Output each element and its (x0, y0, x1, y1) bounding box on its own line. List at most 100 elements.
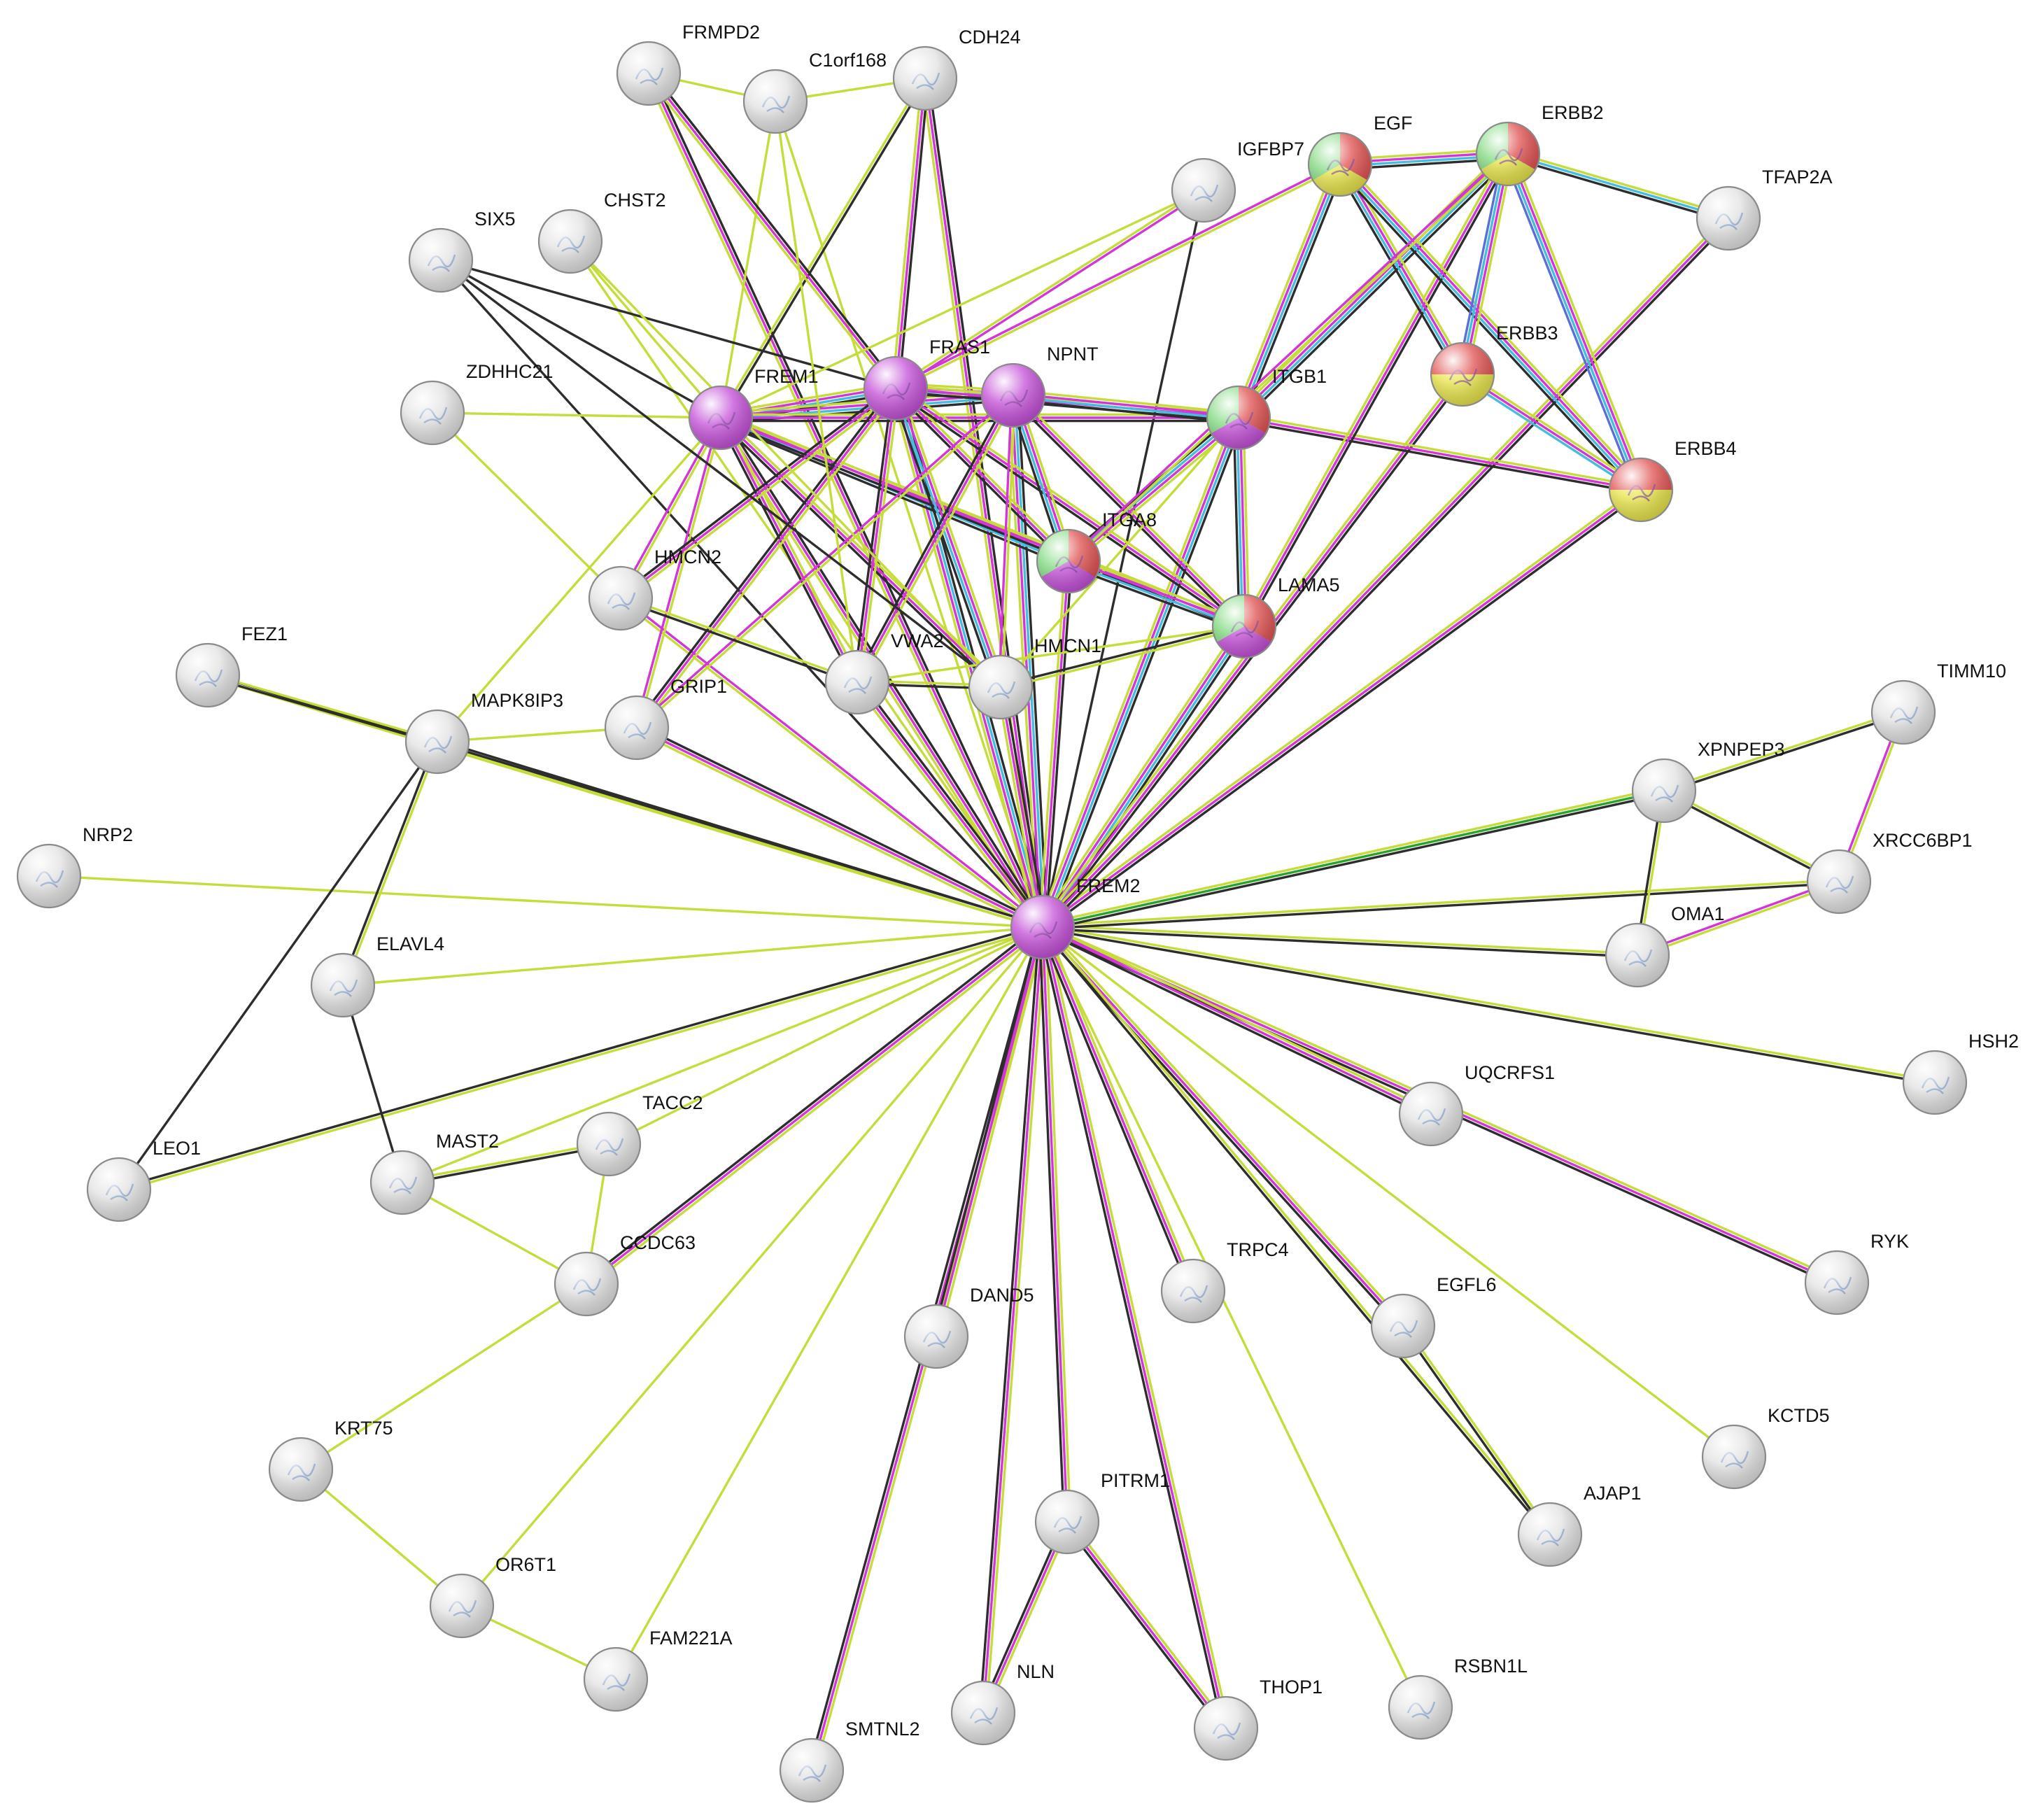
node-fras1[interactable]: FRAS1 (863, 337, 990, 421)
node-outline (86, 1157, 152, 1222)
edge-FREM2-CDH24 (920, 76, 1048, 929)
edge-FREM2-RSBN1L (1041, 926, 1422, 1709)
node-chst2[interactable]: CHST2 (537, 190, 666, 274)
node-itga8[interactable]: ITGA8 (1036, 509, 1157, 594)
node-erbb3[interactable]: ERBB3 (1430, 323, 1558, 407)
node-tfap2a[interactable]: TFAP2A (1696, 167, 1833, 251)
node-hsh2[interactable]: HSH2 (1902, 1031, 2019, 1115)
edge-line-coexpression (889, 388, 998, 690)
edge-line-textmining (1662, 710, 1904, 791)
edge-FREM2-CCDC63 (583, 923, 1046, 1288)
edge-EGF-ERBB4 (1335, 160, 1646, 495)
node-trpc4[interactable]: TRPC4 (1160, 1239, 1289, 1324)
node-xrcc6bp1[interactable]: XRCC6BP1 (1806, 830, 1973, 915)
node-vwa2[interactable]: VWA2 (824, 630, 944, 715)
edge-line-textmining (1012, 389, 1241, 414)
node-itgb1[interactable]: ITGB1 (1206, 366, 1327, 451)
edge-line-textmining (637, 389, 900, 731)
node-fez1[interactable]: FEZ1 (175, 623, 288, 708)
node-label: SIX5 (474, 209, 516, 230)
edge-line-experiments (1041, 926, 1432, 1115)
edge-line-coexpression (1662, 791, 1840, 884)
node-kctd5[interactable]: KCTD5 (1701, 1405, 1830, 1490)
edge-line-textmining (891, 76, 924, 390)
node-hmcn1[interactable]: HMCN1 (968, 635, 1101, 720)
node-erbb4[interactable]: ERBB4 (1608, 438, 1737, 523)
edge-ITGB1-ERBB2 (1234, 149, 1513, 423)
edge-line-coexpression (1236, 419, 1642, 495)
node-fam221a[interactable]: FAM221A (583, 1628, 733, 1712)
edge-line-coexpression (892, 390, 1244, 630)
node-ccdc63[interactable]: CCDC63 (554, 1232, 696, 1317)
edge-line-experiments (999, 686, 1044, 929)
node-frmpd2[interactable]: FRMPD2 (616, 22, 760, 106)
edge-line-textmining (206, 672, 439, 742)
node-label: HMCN2 (654, 546, 721, 567)
edge-FREM2-KCTD5 (1041, 926, 1735, 1458)
edge-line-experiments (634, 393, 1014, 728)
node-leo1[interactable]: LEO1 (86, 1138, 201, 1222)
node-cdh24[interactable]: CDH24 (892, 27, 1021, 111)
node-hmcn2[interactable]: HMCN2 (588, 546, 721, 631)
edge-FREM2-NRP2 (48, 875, 1044, 929)
node-egfl6[interactable]: EGFL6 (1370, 1274, 1497, 1359)
node-pitrm1[interactable]: PITRM1 (1034, 1470, 1170, 1555)
node-outline (1804, 1250, 1870, 1315)
node-six5[interactable]: SIX5 (408, 209, 516, 293)
edge-line-coexpression (721, 78, 928, 420)
node-oma1[interactable]: OMA1 (1605, 903, 1725, 988)
node-mast2[interactable]: MAST2 (369, 1131, 499, 1215)
edge-NPNT-ITGB1 (1011, 389, 1241, 424)
node-timm10[interactable]: TIMM10 (1870, 661, 2006, 745)
edge-line-textmining (859, 387, 901, 684)
node-label: ERBB4 (1675, 438, 1737, 459)
edge-FREM2-HSH2 (1041, 924, 1937, 1085)
node-rsbn1l[interactable]: RSBN1L (1388, 1656, 1528, 1740)
node-label: KCTD5 (1768, 1405, 1830, 1426)
node-frem1[interactable]: FREM1 (688, 366, 819, 451)
node-label: DAND5 (970, 1285, 1034, 1306)
node-label: FREM2 (1076, 875, 1141, 896)
node-frem2[interactable]: FREM2 (1010, 875, 1141, 960)
node-dand5[interactable]: DAND5 (903, 1285, 1034, 1369)
node-grip1[interactable]: GRIP1 (604, 676, 727, 761)
node-smtnl2[interactable]: SMTNL2 (779, 1719, 920, 1803)
edge-EGFL6-AJAP1 (1400, 1323, 1553, 1537)
node-igfbp7[interactable]: IGFBP7 (1171, 139, 1304, 223)
edge-line-textmining (401, 926, 1044, 1184)
node-krt75[interactable]: KRT75 (268, 1418, 393, 1502)
node-tacc2[interactable]: TACC2 (576, 1092, 703, 1177)
node-outline (1193, 1695, 1259, 1761)
edge-line-experiments (1041, 926, 1404, 1327)
node-outline (1806, 849, 1872, 915)
node-lama5[interactable]: LAMA5 (1211, 574, 1340, 659)
edge-FREM2-MAST2 (401, 926, 1044, 1184)
node-nln[interactable]: NLN (950, 1661, 1055, 1746)
edge-line-experiments (1243, 153, 1509, 628)
edge-line-coexpression (1040, 929, 1431, 1118)
edge-line-experiments (896, 386, 1003, 688)
node-elavl4[interactable]: ELAVL4 (310, 933, 444, 1018)
node-xpnpep3[interactable]: XPNPEP3 (1631, 739, 1785, 824)
edge-line-coexpression (1041, 927, 1936, 1085)
edge-FREM2-UQCRFS1 (1040, 923, 1434, 1118)
edge-line-experiments (585, 926, 1044, 1285)
node-npnt[interactable]: NPNT (980, 344, 1099, 428)
node-nrp2[interactable]: NRP2 (16, 824, 133, 909)
node-uqcrfs1[interactable]: UQCRFS1 (1398, 1062, 1555, 1147)
edge-line-coexpression (1017, 393, 1049, 929)
edge-FREM2-OMA1 (1041, 924, 1639, 958)
edge-line-coexpression (1040, 926, 1550, 1537)
node-mapk8ip3[interactable]: MAPK8IP3 (404, 690, 563, 775)
node-c1orf168[interactable]: C1orf168 (742, 50, 887, 134)
node-erbb2[interactable]: ERBB2 (1475, 102, 1604, 187)
node-thop1[interactable]: THOP1 (1193, 1677, 1323, 1761)
node-zdhhc21[interactable]: ZDHHC21 (400, 361, 554, 446)
node-egf[interactable]: EGF (1307, 113, 1413, 197)
edge-CCDC63-KRT75 (299, 1283, 588, 1471)
node-or6t1[interactable]: OR6T1 (429, 1554, 556, 1639)
edge-line-experiments (895, 190, 1206, 391)
edge-LAMA5-HMCN1 (999, 623, 1246, 690)
node-ryk[interactable]: RYK (1804, 1231, 1909, 1315)
node-ajap1[interactable]: AJAP1 (1517, 1483, 1642, 1567)
